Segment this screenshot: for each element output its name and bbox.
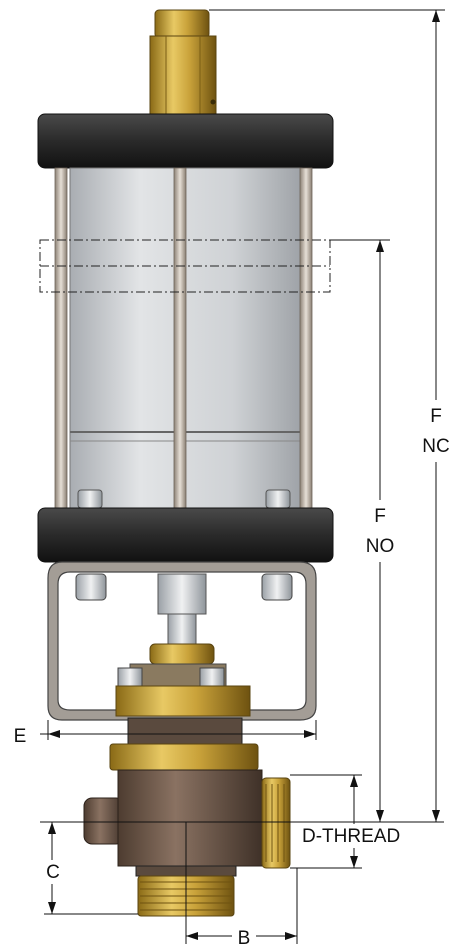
dimension-e [40,720,317,740]
label-f-no-top: F [374,506,386,527]
label-d-thread: D-THREAD [302,826,400,847]
label-b: B [238,928,251,949]
top-end-cap [37,113,334,169]
top-fitting [149,9,217,115]
label-f-nc-top: F [430,406,442,427]
dimension-d [290,774,362,869]
dimension-b [185,822,298,944]
valve-body [83,717,291,917]
yoke-bracket [47,561,317,721]
label-f-no-bottom: NO [366,536,395,557]
actuator-cylinder [54,167,313,509]
label-f-nc-bottom: NC [422,436,449,457]
label-c: C [46,862,60,883]
label-e: E [14,726,27,747]
bottom-end-cap [37,507,334,563]
